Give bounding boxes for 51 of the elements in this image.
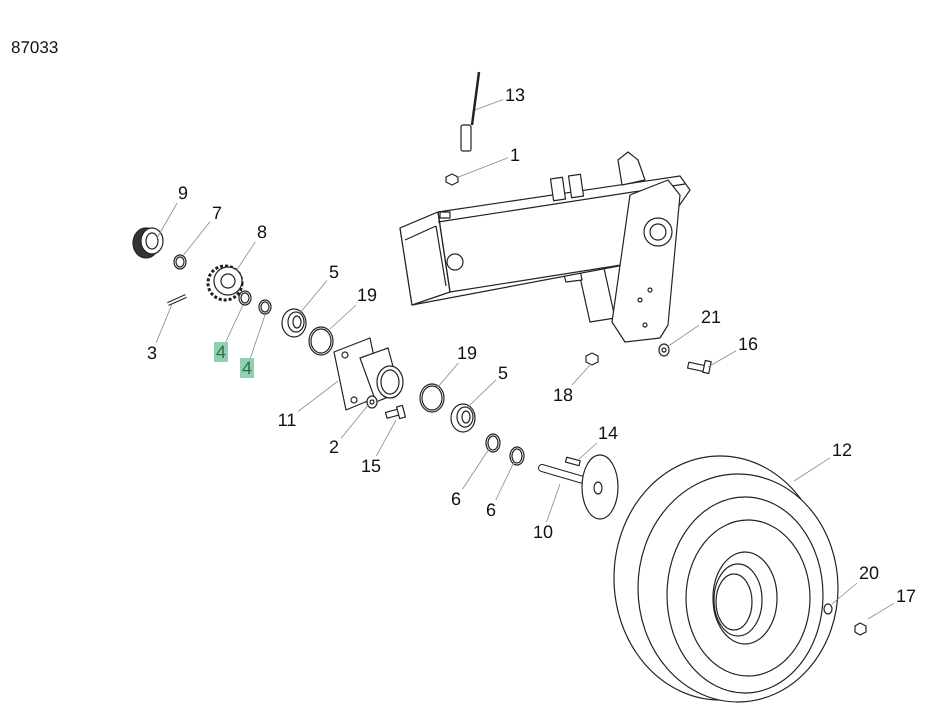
leader-line [340,404,370,439]
leader-line [298,380,338,412]
callout-number: 3 [145,343,159,363]
leader-line [330,304,356,330]
callout-number: 19 [454,343,480,363]
callout-number: 13 [502,85,528,105]
leader-line [300,280,328,314]
callout-number: 18 [550,385,576,405]
leader-line [376,420,396,456]
callout-number: 5 [496,363,510,383]
callout-number: 19 [354,285,380,305]
callout-number: 6 [449,489,463,509]
leader-line [868,602,894,620]
leader-line [250,314,266,358]
leader-line [832,582,858,604]
callout-number: 8 [255,222,269,242]
callout-number: 11 [276,410,298,430]
callout-number: 15 [358,456,384,476]
leader-line [182,221,210,258]
leader-line [156,304,172,344]
callout-number: 4 [240,358,254,378]
callout-number: 6 [484,500,498,520]
leader-line [576,442,598,462]
callout-number: 10 [530,522,556,542]
leader-line [225,304,244,342]
leader-line [436,362,459,388]
callout-number: 14 [596,423,620,443]
leader-line [470,379,496,406]
callout-number: 20 [856,563,882,583]
leader-line [794,457,830,482]
callout-number: 1 [508,145,522,165]
callout-number: 2 [327,437,341,457]
leader-line [474,99,504,110]
leader-line [572,364,592,386]
drawing-number: 87033 [11,38,58,58]
leader-line [666,324,700,348]
leader-line [708,350,736,368]
callout-number: 21 [698,307,724,327]
callout-number: 17 [894,586,918,606]
leader-line [495,462,514,500]
callout-number: 12 [830,440,854,460]
callout-number: 5 [327,262,341,282]
callout-number: 7 [210,203,224,223]
leader-line [546,484,560,522]
callout-number: 16 [736,334,760,354]
leader-line [456,157,508,178]
leader-line [156,202,178,238]
leader-line [236,242,256,272]
callout-number: 4 [214,342,228,362]
callout-number: 9 [176,183,190,203]
leader-line [462,448,490,490]
